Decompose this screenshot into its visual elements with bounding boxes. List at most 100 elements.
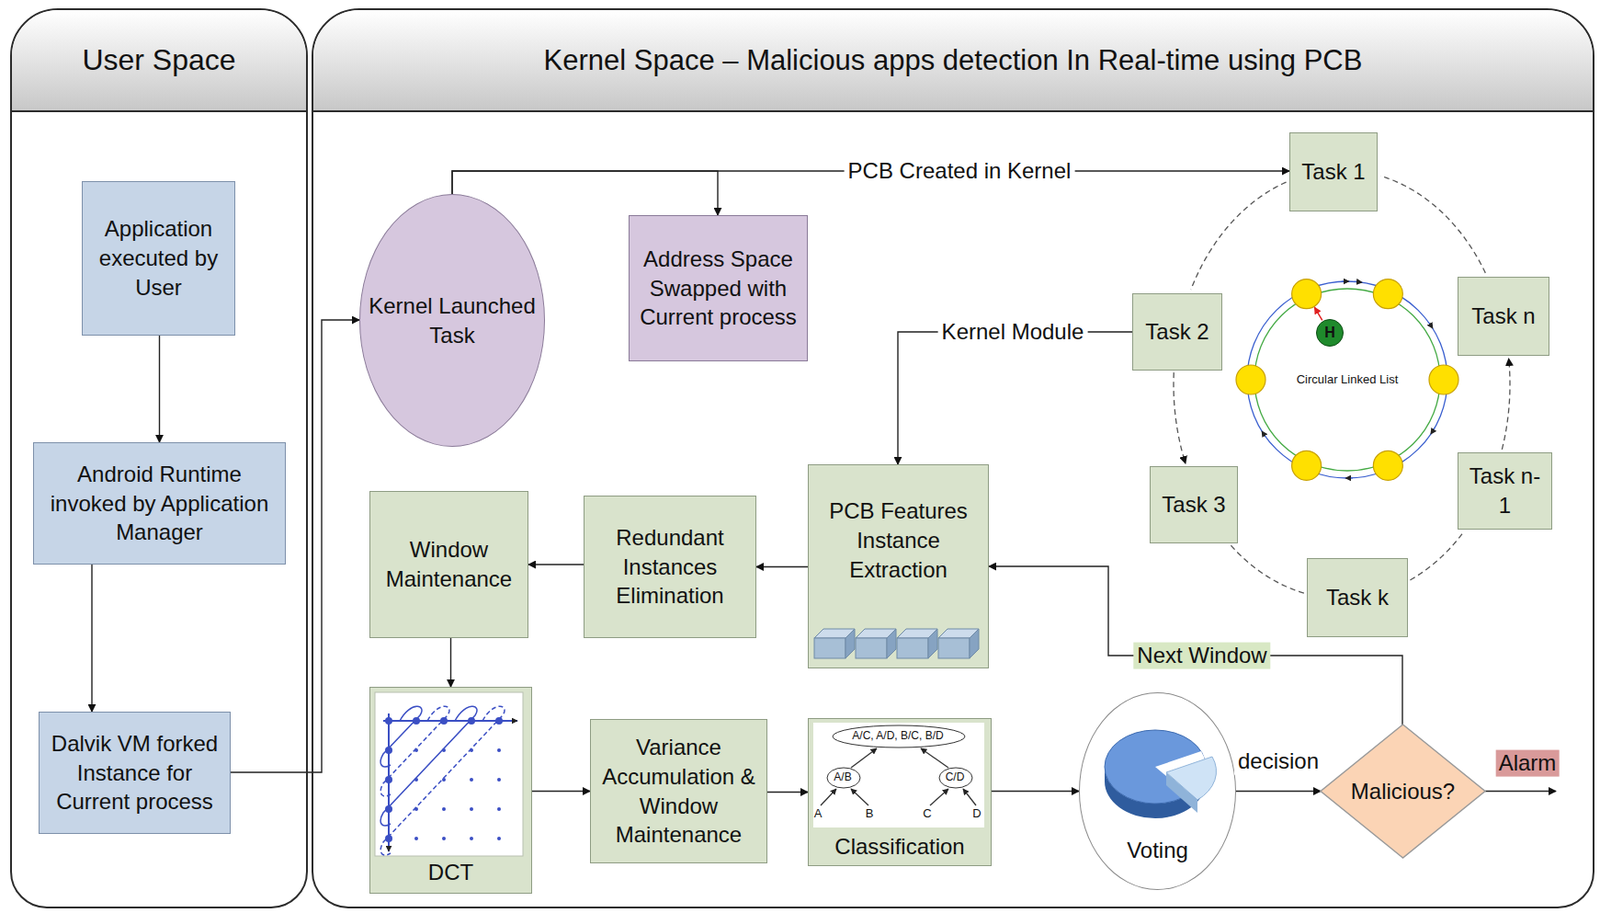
task-box: Task 3 [1149, 465, 1238, 544]
task-ellipse: Kernel Launched Task [359, 193, 545, 447]
process-box: Variance Accumulation & Window Maintenan… [590, 718, 768, 863]
grid-dot [414, 836, 419, 840]
tree-arrow [930, 788, 949, 806]
tree-node [827, 767, 861, 788]
grid-dot [497, 806, 501, 811]
zigzag-scan [380, 705, 477, 826]
pie-slice [1166, 756, 1217, 800]
edge-label: decision [1234, 748, 1323, 775]
task-box: Task 1 [1289, 132, 1378, 212]
block-side [886, 628, 897, 659]
alarm-arrow [1485, 790, 1556, 792]
list-dot [1429, 364, 1459, 395]
connector [90, 564, 92, 712]
node-label: Window Maintenance [377, 534, 521, 594]
head-node: H [1316, 318, 1344, 347]
connector [532, 790, 591, 792]
node-label: Task n [1471, 301, 1535, 331]
process-box: Android Runtime invoked by Application M… [33, 442, 286, 565]
node-label: Application executed by User [90, 214, 227, 303]
connector [988, 566, 1403, 725]
block-side [928, 628, 938, 659]
diamond-outline [1320, 724, 1486, 858]
tree-root [832, 725, 965, 748]
node-label: Task 3 [1161, 489, 1226, 520]
node-label: Variance Accumulation & Window Maintenan… [598, 732, 760, 851]
node-label: Malicious? [1350, 776, 1455, 806]
connector [1230, 544, 1304, 593]
list-arrow [1429, 321, 1433, 329]
node-label: Task 1 [1301, 157, 1365, 187]
block-front [814, 637, 846, 659]
connector [1409, 531, 1464, 580]
process-box: Redundant Instances Elimination [583, 495, 757, 638]
connector [1173, 372, 1186, 464]
connector [1380, 175, 1486, 273]
list-arrow [1354, 281, 1362, 283]
edge-label: PCB Created in Kernel [844, 158, 1076, 185]
list-dot [1236, 364, 1266, 395]
process-box: PCB Features Instance Extraction [807, 464, 989, 669]
edge-label: Kernel Module [938, 318, 1089, 346]
tree-label: B [865, 805, 874, 821]
process-box: Application executed by User [81, 181, 236, 336]
grid-dot [497, 777, 501, 782]
dct-box: DCT [369, 686, 533, 894]
node-label: Address Space Swapped with Current proce… [636, 244, 800, 333]
connector [1191, 181, 1287, 290]
task-box: Task n [1457, 276, 1550, 356]
grid-dot [469, 836, 474, 840]
block-side [845, 628, 855, 659]
tree-label: C [922, 805, 931, 821]
list-dot [1373, 279, 1403, 309]
node-label: Classification [834, 831, 965, 862]
tree-label: A/B [833, 770, 852, 783]
tree-arrow [820, 788, 837, 806]
grid-dot [442, 836, 446, 840]
node-label: DCT [428, 857, 474, 887]
process-box: Address Space Swapped with Current proce… [628, 215, 808, 362]
tree-arrow [851, 788, 869, 806]
list-dot [1292, 279, 1322, 309]
connector [897, 331, 1133, 465]
task-box: Task n- 1 [1457, 452, 1553, 530]
tree-node [939, 767, 973, 788]
tree-label: C/D [945, 770, 965, 783]
list-arrow [1430, 427, 1435, 434]
grid-dot [497, 836, 501, 840]
picture-ground [813, 722, 985, 828]
tree-label: A [814, 805, 823, 821]
grid-dot [442, 806, 446, 811]
alarm-label: Alarm [1496, 749, 1560, 777]
list-ring [1247, 281, 1448, 478]
block-side [969, 628, 979, 659]
grid-dot [497, 748, 501, 752]
block-front [855, 637, 887, 659]
panel-heading: User Space [11, 10, 307, 113]
head-pointer [1314, 306, 1322, 320]
panel-heading: Kernel Space – Malicious apps detection … [313, 10, 1593, 113]
connector [1501, 358, 1510, 450]
list-arrow [1341, 281, 1350, 283]
tree-arrow [851, 748, 877, 768]
decision-diamond: Malicious? [1320, 724, 1486, 858]
node-label: H [1324, 322, 1336, 342]
process-box: Dalvik VM forked Instance for Current pr… [38, 711, 231, 834]
node-label: PCB Features Instance Extraction [816, 496, 981, 585]
tree-arrow [920, 748, 949, 768]
picture-ground [374, 692, 523, 856]
grid-dot [385, 716, 393, 725]
list-arrow [1261, 431, 1266, 438]
zigzag-scan [380, 705, 422, 767]
node-label: Redundant Instances Elimination [591, 522, 749, 612]
tree-label: D [972, 805, 981, 821]
list-ring [1254, 288, 1441, 471]
process-box: Window Maintenance [369, 490, 529, 638]
edge-label: Next Window [1133, 642, 1271, 670]
zigzag-scan [380, 705, 505, 855]
connector [991, 790, 1079, 792]
connector [756, 566, 808, 568]
block-front [938, 637, 970, 659]
voting-circle: Voting [1078, 692, 1237, 890]
task-box: Task k [1306, 557, 1408, 637]
